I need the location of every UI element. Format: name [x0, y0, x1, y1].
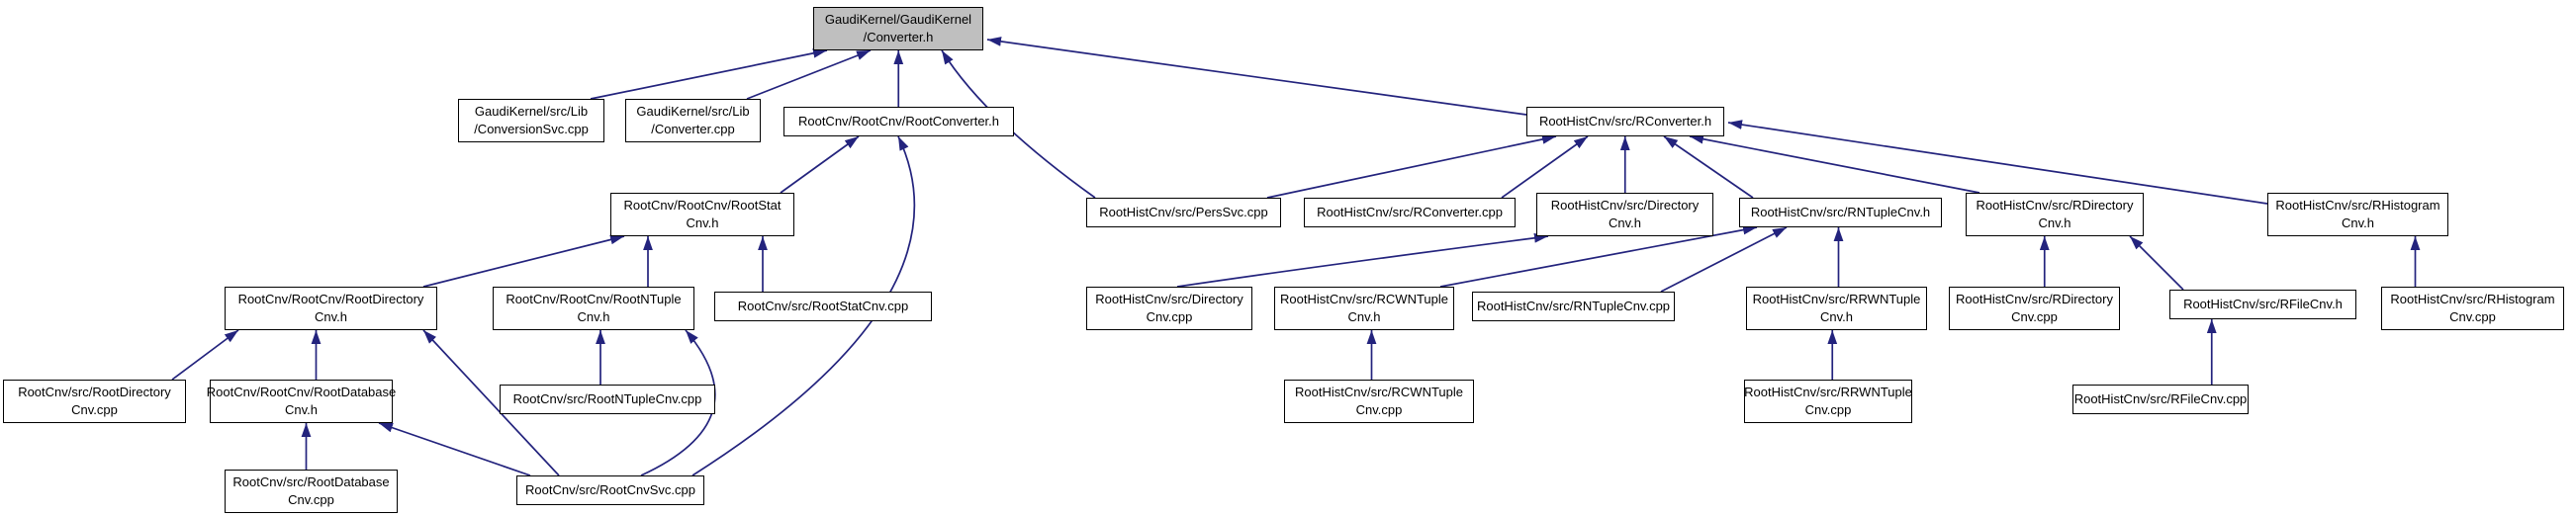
graph-node-label: RootHistCnv/src/RNTupleCnv.cpp — [1476, 299, 1671, 313]
graph-node-label: RootHistCnv/src/RNTupleCnv.h — [1750, 205, 1931, 219]
graph-node-label: RootHistCnv/src/RDirectory — [1976, 198, 2134, 213]
graph-node-label: Cnv.h — [2038, 215, 2071, 230]
dependency-edge-conversionsvc_cpp-to-converter_h — [590, 48, 828, 100]
graph-node-rootcnvsvc_cpp[interactable]: RootCnv/src/RootCnvSvc.cpp — [516, 475, 704, 505]
graph-node-label: RootCnv/src/RootStatCnv.cpp — [737, 299, 909, 313]
dependency-edge-perssvc_cpp-to-rconverter_h — [1266, 134, 1557, 199]
graph-node-label: RootHistCnv/src/Directory — [1095, 292, 1243, 306]
graph-node-label: RootCnv/src/RootDatabase — [232, 474, 390, 489]
graph-node-label: Cnv.h — [577, 309, 610, 324]
graph-node-label: RootCnv/src/RootNTupleCnv.cpp — [512, 391, 702, 406]
dependency-edge-rootstat_h-to-rootconverter_h — [780, 135, 860, 194]
graph-node-rootstatcnv_cpp[interactable]: RootCnv/src/RootStatCnv.cpp — [714, 292, 932, 321]
graph-node-converter_h[interactable]: GaudiKernel/GaudiKernel/Converter.h — [813, 7, 983, 50]
dependency-edge-rootcnvsvc_cpp-to-rootdirectory_h — [422, 329, 560, 476]
dependency-edge-rcwntuple_h-to-rntuplecnv_h — [1439, 224, 1758, 288]
graph-node-conversionsvc_cpp[interactable]: GaudiKernel/src/Lib/ConversionSvc.cpp — [458, 99, 604, 142]
graph-node-label: RootHistCnv/src/RCWNTuple — [1280, 292, 1448, 306]
graph-node-label: RootCnv/RootCnv/RootStat — [623, 198, 782, 213]
graph-node-label: RootCnv/RootCnv/RootDatabase — [206, 385, 397, 399]
graph-node-label: RootHistCnv/src/RHistogram — [2390, 292, 2555, 306]
graph-node-label: /Converter.h — [863, 30, 934, 44]
graph-node-label: Cnv.h — [2342, 215, 2374, 230]
graph-node-rfilecnv_h[interactable]: RootHistCnv/src/RFileCnv.h — [2169, 290, 2356, 319]
dependency-edge-rntuplecnv_h-to-rconverter_h — [1663, 135, 1754, 199]
graph-node-rntuplecnv_h[interactable]: RootHistCnv/src/RNTupleCnv.h — [1739, 198, 1942, 227]
graph-node-label: /ConversionSvc.cpp — [474, 122, 589, 136]
graph-node-rntuplecnv_cpp[interactable]: RootHistCnv/src/RNTupleCnv.cpp — [1472, 292, 1675, 321]
graph-node-label: RootHistCnv/src/RRWNTuple — [1752, 292, 1921, 306]
dependency-edge-rootdirectory_h-to-rootstat_h — [422, 234, 625, 288]
graph-node-label: RootHistCnv/src/RDirectory — [1956, 292, 2113, 306]
graph-node-label: RootCnv/src/RootDirectory — [18, 385, 171, 399]
graph-node-label: RootHistCnv/src/RRWNTuple — [1744, 385, 1912, 399]
graph-node-label: GaudiKernel/GaudiKernel — [824, 12, 972, 27]
graph-node-label: RootCnv/src/RootCnvSvc.cpp — [525, 482, 695, 497]
graph-node-label: RootHistCnv/src/RCWNTuple — [1295, 385, 1463, 399]
graph-node-label: Cnv.cpp — [2449, 309, 2496, 324]
graph-node-label: Cnv.cpp — [71, 402, 118, 417]
graph-node-label: /Converter.cpp — [651, 122, 735, 136]
graph-node-label: RootCnv/RootCnv/RootNTuple — [506, 292, 682, 306]
graph-node-label: Cnv.cpp — [2011, 309, 2058, 324]
dependency-edge-rhistogram_h-to-rconverter_h — [1727, 120, 2268, 205]
graph-node-rconverter_h[interactable]: RootHistCnv/src/RConverter.h — [1526, 107, 1724, 136]
graph-node-label: Cnv.h — [285, 402, 318, 417]
graph-node-label: RootHistCnv/src/RHistogram — [2275, 198, 2440, 213]
graph-node-label: GaudiKernel/src/Lib — [474, 104, 589, 119]
graph-node-perssvc_cpp[interactable]: RootHistCnv/src/PersSvc.cpp — [1086, 198, 1281, 227]
graph-node-label: RootCnv/RootCnv/RootDirectory — [237, 292, 424, 306]
graph-node-label: RootCnv/RootCnv/RootConverter.h — [797, 114, 1000, 129]
graph-node-converter_cpp[interactable]: GaudiKernel/src/Lib/Converter.cpp — [625, 99, 761, 142]
graph-node-rootntuplecnv_cpp[interactable]: RootCnv/src/RootNTupleCnv.cpp — [500, 385, 715, 414]
dependency-edge-converter_cpp-to-converter_h — [746, 49, 872, 100]
graph-node-label: Cnv.h — [1347, 309, 1381, 324]
graph-node-label: RootHistCnv/src/RFileCnv.h — [2183, 297, 2343, 311]
dependency-edge-rconverter_h-to-converter_h — [986, 37, 1527, 116]
graph-node-label: Cnv.cpp — [1146, 309, 1193, 324]
graph-node-label: RootHistCnv/src/RFileCnv.cpp — [2073, 391, 2248, 406]
graph-node-label: RootHistCnv/src/RConverter.cpp — [1317, 205, 1503, 219]
graph-node-label: Cnv.cpp — [1804, 402, 1852, 417]
graph-node-label: Cnv.cpp — [288, 492, 334, 507]
dependency-edge-rdirectory_h-to-rconverter_h — [1689, 133, 1980, 194]
dependency-edge-rntuplecnv_cpp-to-rntuplecnv_h — [1660, 226, 1788, 293]
graph-node-label: Cnv.cpp — [1355, 402, 1403, 417]
dependency-edge-rootdirectorycnv_cpp-to-rootdirectory_h — [171, 329, 239, 381]
dependency-edge-rootcnvsvc_cpp-to-rootdatabase_h — [378, 422, 531, 476]
graph-node-label: RootHistCnv/src/PersSvc.cpp — [1099, 205, 1268, 219]
graph-node-label: GaudiKernel/src/Lib — [636, 104, 750, 119]
dependency-edge-rfilecnv_h-to-rdirectory_h — [2129, 235, 2184, 291]
graph-node-rconverter_cpp[interactable]: RootHistCnv/src/RConverter.cpp — [1304, 198, 1516, 227]
graph-node-rootconverter_h[interactable]: RootCnv/RootCnv/RootConverter.h — [783, 107, 1014, 136]
graph-node-label: Cnv.h — [315, 309, 347, 324]
graph-node-label: Cnv.h — [686, 215, 719, 230]
dependency-edge-rconverter_cpp-to-rconverter_h — [1501, 135, 1589, 199]
graph-node-label: Cnv.h — [1820, 309, 1853, 324]
graph-node-label: RootHistCnv/src/Directory — [1550, 198, 1700, 213]
graph-node-label: RootHistCnv/src/RConverter.h — [1538, 114, 1712, 129]
graph-node-rfilecnv_cpp[interactable]: RootHistCnv/src/RFileCnv.cpp — [2072, 385, 2249, 414]
dependency-edge-directorycnv_cpp-to-directory_h — [1176, 232, 1549, 288]
graph-node-label: Cnv.h — [1609, 215, 1641, 230]
